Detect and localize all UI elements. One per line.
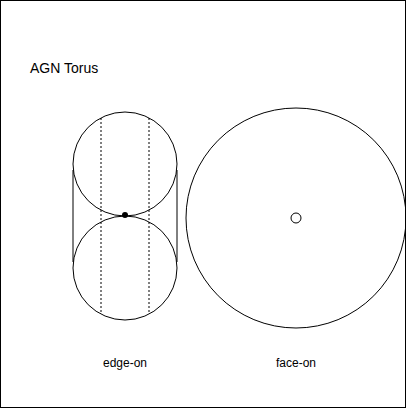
top-circle [73,112,177,216]
nucleus-dot [122,212,128,218]
view-label: edge-on [103,356,147,370]
side-line [73,170,74,262]
dotted-line [149,118,150,314]
bottom-circle [73,216,177,320]
view-label: face-on [276,356,316,370]
dotted-line [101,118,102,314]
face-on-circle [186,108,406,328]
side-line [177,170,178,262]
diagram-title: AGN Torus [30,60,98,76]
inner-hole [291,213,301,223]
